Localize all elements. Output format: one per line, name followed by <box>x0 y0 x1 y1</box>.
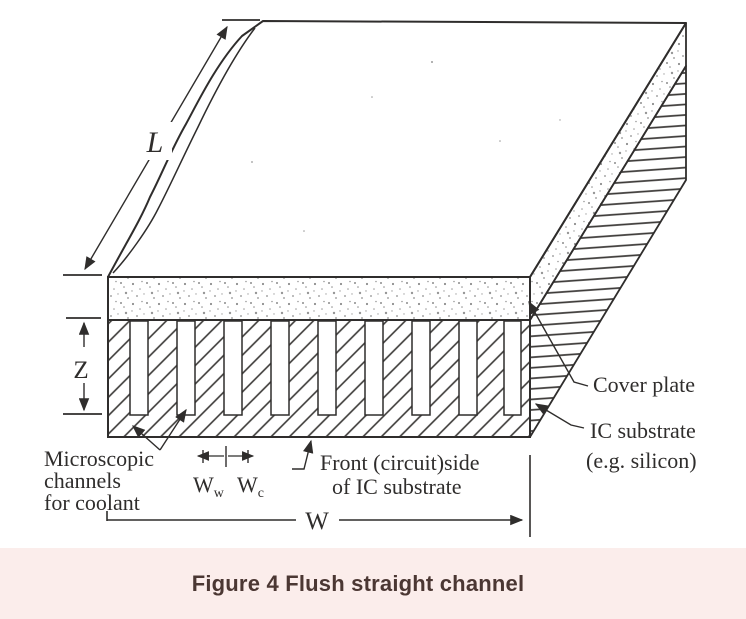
front-side-line-1: Front (circuit)side <box>320 450 479 475</box>
coolant-channels <box>129 320 522 416</box>
dimension-ww-wc: Ww Wc <box>193 446 264 501</box>
microscopic-line-3: for coolant <box>44 490 140 515</box>
label-length: L <box>146 126 164 159</box>
flush-channel-diagram: L Z W Ww Wc <box>44 19 697 537</box>
annotation-cover-plate: Cover plate <box>528 300 695 397</box>
label-wall-width: Ww <box>193 472 225 501</box>
dimension-L: L <box>63 19 260 276</box>
channel <box>176 320 196 416</box>
dimension-Z: Z <box>63 317 102 415</box>
annotation-microscopic-channels: Microscopic channels for coolant <box>44 408 187 515</box>
channel <box>223 320 243 416</box>
leader-cover-plate <box>528 300 589 387</box>
leader-channel-1 <box>132 425 161 451</box>
dimension-W: W <box>106 455 531 537</box>
cover-plate-label: Cover plate <box>593 372 695 397</box>
caption-bar: Figure 4 Flush straight channel <box>0 548 746 619</box>
channel <box>270 320 290 416</box>
label-channel-depth: Z <box>73 357 88 384</box>
leader-ic-substrate <box>534 403 585 429</box>
microscopic-line-1: Microscopic <box>44 446 154 471</box>
channel <box>317 320 337 416</box>
leader-front-side <box>292 439 314 470</box>
leader-channel-2 <box>159 408 187 451</box>
channel <box>411 320 431 416</box>
ic-substrate-line-1: IC substrate <box>590 418 696 443</box>
channel <box>458 320 478 416</box>
paper-specks <box>251 61 561 232</box>
figure-caption: Figure 4 Flush straight channel <box>191 570 525 596</box>
channel <box>503 320 522 416</box>
label-substrate-width: W <box>305 508 329 535</box>
front-side-line-2: of IC substrate <box>332 474 462 499</box>
microscopic-line-2: channels <box>44 468 121 493</box>
ic-substrate-line-2: (e.g. silicon) <box>586 448 697 473</box>
cover-plate-front <box>107 276 531 321</box>
label-channel-width: Wc <box>237 472 264 501</box>
channel <box>129 320 149 416</box>
annotation-front-side: Front (circuit)side of IC substrate <box>292 439 479 499</box>
channel <box>364 320 384 416</box>
annotation-ic-substrate: IC substrate (e.g. silicon) <box>534 403 697 473</box>
